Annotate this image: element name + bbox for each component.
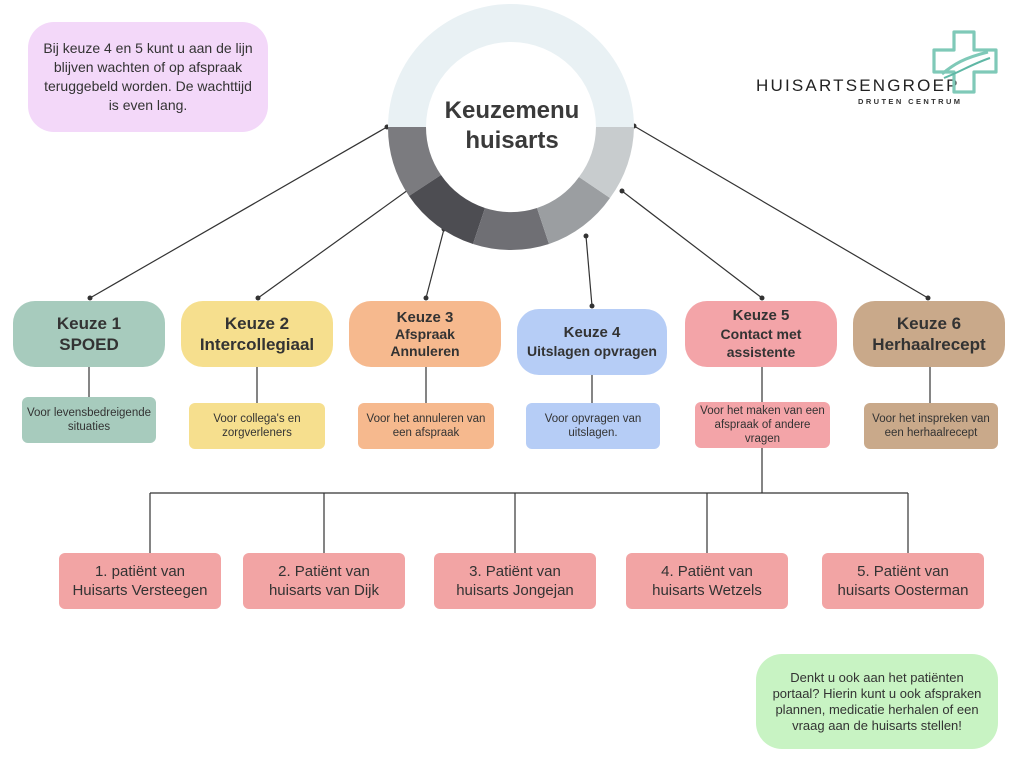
option-label: Keuze 6 [896, 314, 962, 333]
option-keuze-1[interactable]: Keuze 1 SPOED [13, 301, 165, 367]
ring-segment-1 [387, 127, 441, 196]
medical-cross-icon [932, 30, 998, 94]
patient-option-number: 2. Patiënt van [278, 563, 370, 580]
ring-segment-4 [537, 177, 610, 244]
logo-subtitle: DRUTEN CENTRUM [858, 97, 963, 106]
option-title: Afspraak [395, 325, 455, 342]
connector-dot [423, 295, 429, 301]
option-description-5: Voor het maken van een afspraak of ander… [695, 402, 830, 448]
option-keuze-5[interactable]: Keuze 5 Contact met assistente [685, 301, 837, 367]
ring-segment-top [388, 4, 634, 127]
option-label: Keuze 3 [396, 308, 454, 326]
connector-dot [619, 188, 625, 194]
info-note-bottom: Denkt u ook aan het patiënten portaal? H… [756, 654, 998, 749]
patient-option-doctor: huisarts van Dijk [268, 582, 380, 599]
option-keuze-4[interactable]: Keuze 4 Uitslagen opvragen [517, 309, 667, 375]
patient-option-2[interactable]: 2. Patiënt van huisarts van Dijk [243, 553, 405, 609]
option-title-2: assistente [726, 344, 796, 360]
connector-keuze1 [89, 126, 388, 299]
patient-option-number: 3. Patiënt van [469, 563, 561, 580]
option-description-6: Voor het inspreken van een herhaalrecept [864, 403, 998, 449]
option-label: Keuze 5 [732, 307, 790, 324]
option-title: Uitslagen opvragen [527, 343, 657, 359]
ring-segment-2 [409, 175, 485, 244]
option-title: Contact met [720, 326, 802, 342]
option-title: SPOED [59, 335, 119, 354]
patient-option-number: 4. Patiënt van [661, 563, 753, 580]
connector-keuze4 [585, 235, 593, 307]
patient-option-doctor: huisarts Jongejan [456, 582, 574, 599]
ring-segment-3 [473, 208, 549, 251]
connector-keuze2 [257, 189, 409, 299]
info-note-top: Bij keuze 4 en 5 kunt u aan de lijn blij… [28, 22, 268, 132]
connector-dot [589, 303, 595, 309]
center-title: Keuzemenu huisarts [432, 86, 592, 166]
patient-option-4[interactable]: 4. Patiënt van huisarts Wetzels [626, 553, 788, 609]
connector-dot [583, 233, 589, 239]
patient-option-1[interactable]: 1. patiënt van Huisarts Versteegen [59, 553, 221, 609]
option-description-3: Voor het annuleren van een afspraak [358, 403, 494, 449]
option-description-2: Voor collega's en zorgverleners [189, 403, 325, 449]
option-label: Keuze 2 [224, 314, 290, 333]
connector-keuze3 [425, 228, 445, 299]
connector-dot [759, 295, 765, 301]
option-keuze-2[interactable]: Keuze 2 Intercollegiaal [181, 301, 333, 367]
patient-option-doctor: Huisarts Versteegen [72, 582, 208, 599]
option-description-1: Voor levensbedreigende situaties [22, 397, 156, 443]
connector-keuze5 [621, 190, 763, 299]
patient-option-doctor: huisarts Wetzels [652, 582, 762, 599]
center-title-line1: Keuzemenu [444, 97, 580, 124]
option-title-2: Annuleren [390, 342, 460, 359]
connector-dot [255, 295, 261, 301]
logo-name: HUISARTSENGROEP [756, 76, 960, 95]
option-title: Intercollegiaal [199, 335, 315, 354]
option-keuze-6[interactable]: Keuze 6 Herhaalrecept [853, 301, 1005, 367]
patient-option-5[interactable]: 5. Patiënt van huisarts Oosterman [822, 553, 984, 609]
connector-keuze6 [633, 125, 929, 299]
patient-option-doctor: huisarts Oosterman [837, 582, 969, 599]
option-description-4: Voor opvragen van uitslagen. [526, 403, 660, 449]
patient-option-3[interactable]: 3. Patiënt van huisarts Jongejan [434, 553, 596, 609]
option-label: Keuze 4 [563, 324, 621, 341]
ring-segment-5 [579, 127, 634, 198]
patient-option-number: 5. Patiënt van [857, 563, 949, 580]
center-title-line2: huisarts [465, 127, 559, 154]
connector-dot [87, 295, 93, 301]
option-keuze-3[interactable]: Keuze 3 Afspraak Annuleren [349, 301, 501, 367]
center-ring [387, 4, 634, 251]
option-title: Herhaalrecept [872, 335, 986, 354]
option-label: Keuze 1 [56, 314, 122, 333]
patient-option-number: 1. patiënt van [94, 563, 186, 580]
connector-dot [925, 295, 931, 301]
